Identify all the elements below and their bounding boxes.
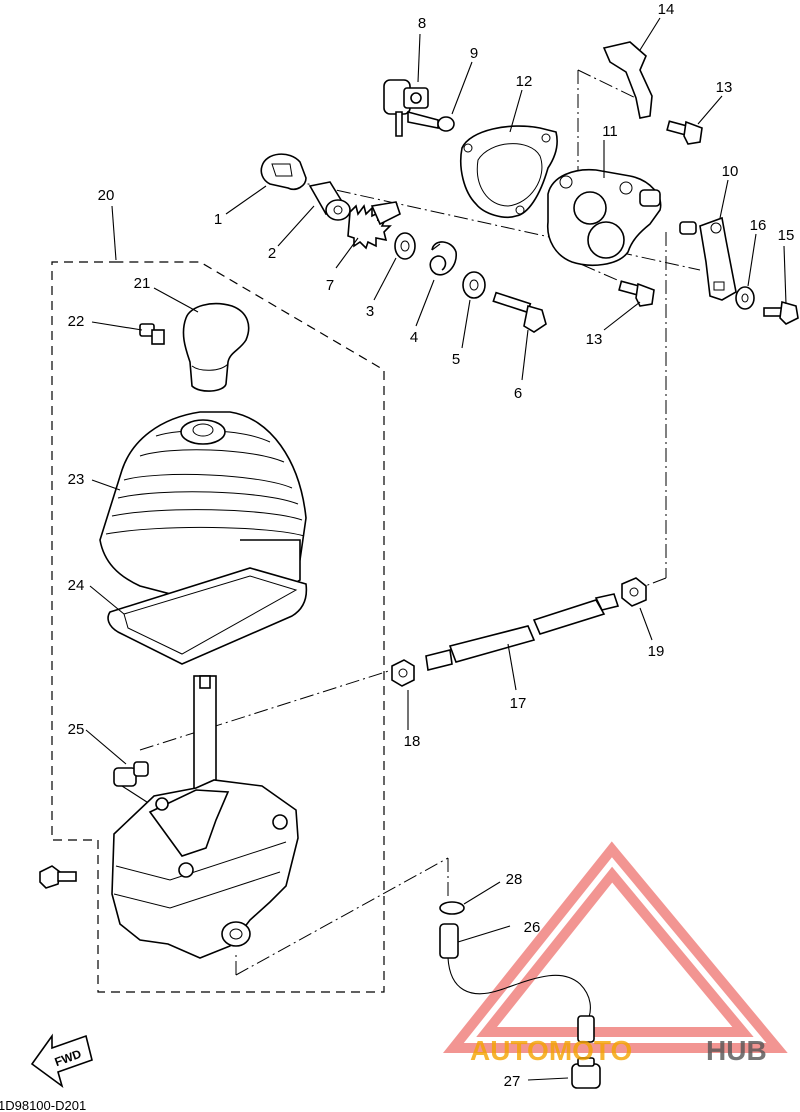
callout-21: 21 <box>134 275 151 292</box>
callout-28: 28 <box>506 871 523 888</box>
callout-14: 14 <box>658 1 675 18</box>
callout-23: 23 <box>68 471 85 488</box>
callouts: 1 2 3 4 5 6 7 8 9 10 11 12 13 13 14 15 1… <box>68 1 795 1090</box>
part-23-boot <box>99 411 307 599</box>
leader-lines <box>85 17 787 1081</box>
callout-12: 12 <box>516 73 533 90</box>
callout-6: 6 <box>514 385 522 402</box>
callout-20: 20 <box>98 187 115 204</box>
callout-7: 7 <box>326 277 334 294</box>
part-11-housing <box>547 168 662 266</box>
callout-26: 26 <box>524 919 541 936</box>
callout-13-lower: 13 <box>586 331 603 348</box>
part-10-lever <box>679 216 737 301</box>
part-16-washer <box>735 286 755 310</box>
part-1-cap <box>260 153 307 191</box>
part-4-spring <box>429 241 457 276</box>
part-12-gasket <box>460 125 558 219</box>
callout-16: 16 <box>750 217 767 234</box>
part-26-hose <box>439 923 595 1043</box>
callout-18: 18 <box>404 733 421 750</box>
shift-base-housing <box>111 779 299 959</box>
part-27-cap <box>571 1057 601 1089</box>
part-15-bolt <box>763 300 799 325</box>
part-9-o-ring <box>437 116 455 132</box>
part-17-rod <box>425 593 620 671</box>
callout-24: 24 <box>68 577 85 594</box>
callout-4: 4 <box>410 329 418 346</box>
callout-13-upper: 13 <box>716 79 733 96</box>
callout-3: 3 <box>366 303 374 320</box>
part-3-washer <box>394 232 416 260</box>
part-18-nut <box>391 659 415 687</box>
svg-text:HUB: HUB <box>706 1035 767 1066</box>
part-14-bracket <box>602 41 653 119</box>
part-13-bolt-lower <box>618 280 655 307</box>
part-7-gear <box>347 201 401 250</box>
part-21-knob <box>182 302 250 392</box>
watermark-logo <box>442 841 788 1053</box>
callout-15: 15 <box>778 227 795 244</box>
callout-11: 11 <box>602 123 618 140</box>
part-19-nut <box>621 577 647 607</box>
part-2-bushing <box>308 181 351 221</box>
assembly-boundary <box>51 261 385 993</box>
callout-27: 27 <box>504 1073 521 1090</box>
part-25-connector <box>113 761 151 805</box>
part-22-screw <box>139 323 165 345</box>
watermark-text: AUTOMOTO HUB <box>470 1035 767 1066</box>
callout-9: 9 <box>470 45 478 62</box>
part-6-bolt <box>492 291 547 333</box>
callout-22: 22 <box>68 313 85 330</box>
side-bolt <box>39 865 77 889</box>
part-24-plate <box>107 567 308 665</box>
part-13-bolt-upper <box>666 120 703 145</box>
fwd-arrow-icon: FWD <box>30 1033 93 1089</box>
part-8-switch <box>383 79 439 137</box>
callout-1: 1 <box>214 211 222 228</box>
callout-2: 2 <box>268 245 276 262</box>
part-28-clip <box>439 901 465 915</box>
part-5-washer <box>462 271 486 299</box>
callout-19: 19 <box>648 643 665 660</box>
callout-5: 5 <box>452 351 460 368</box>
svg-text:AUTOMOTO: AUTOMOTO <box>470 1035 632 1066</box>
callout-17: 17 <box>510 695 527 712</box>
callout-8: 8 <box>418 15 426 32</box>
callout-10: 10 <box>722 163 739 180</box>
diagram-code: 1D98100-D201 <box>0 1098 86 1112</box>
callout-25: 25 <box>68 721 85 738</box>
